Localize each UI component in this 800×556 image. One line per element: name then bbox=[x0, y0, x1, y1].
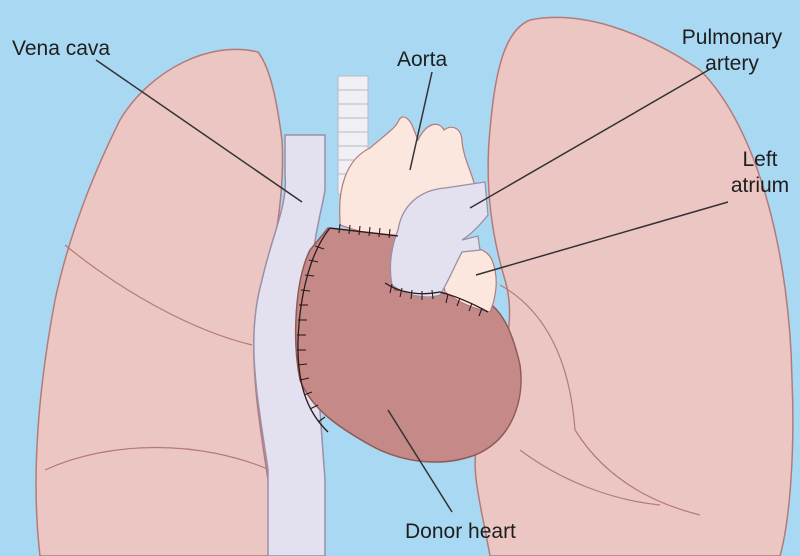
label-donor-heart: Donor heart bbox=[405, 520, 516, 543]
label-pulmonary-artery-line1: Pulmonary bbox=[682, 26, 783, 49]
left-lung-body bbox=[475, 17, 793, 556]
label-aorta: Aorta bbox=[397, 48, 448, 71]
label-left-atrium-line1: Left bbox=[742, 148, 777, 171]
left-lung bbox=[475, 17, 793, 556]
right-lung bbox=[36, 49, 283, 556]
label-pulmonary-artery-line2: artery bbox=[705, 52, 759, 75]
label-left-atrium-line2: atrium bbox=[731, 174, 789, 197]
label-vena-cava: Vena cava bbox=[12, 37, 110, 60]
right-lung-body bbox=[36, 49, 283, 556]
